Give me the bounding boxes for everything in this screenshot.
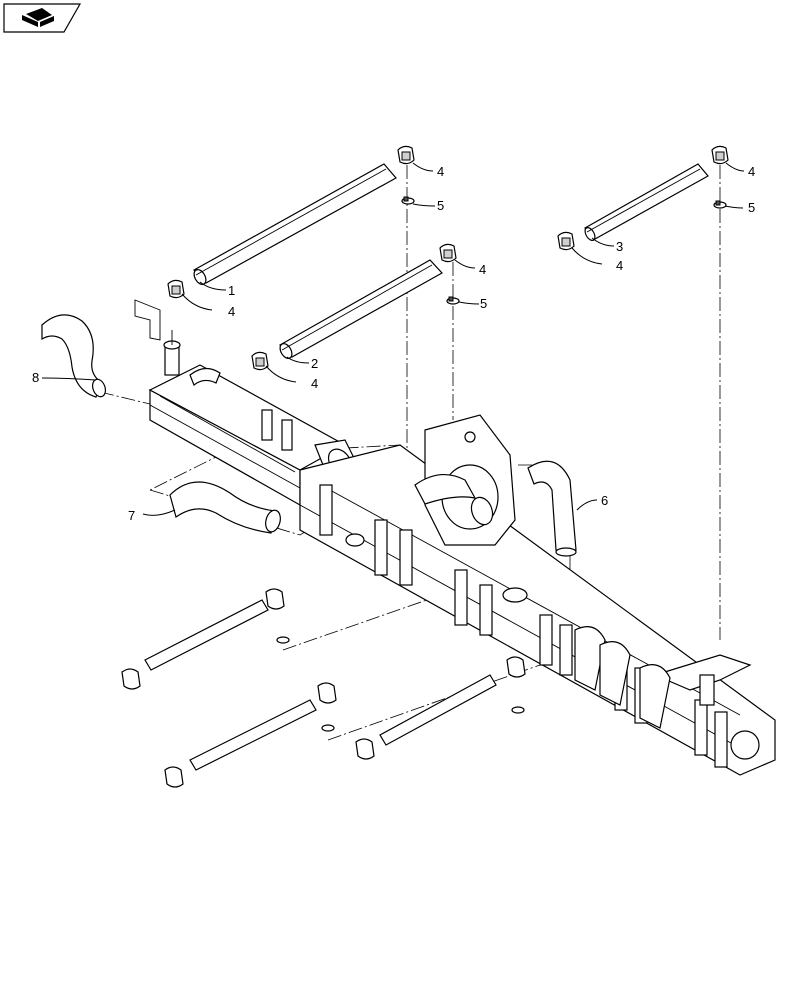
main-beam bbox=[299, 444, 776, 776]
elbow-fitting bbox=[397, 145, 415, 165]
hose-6 bbox=[527, 460, 577, 557]
hose-clamp bbox=[446, 296, 460, 305]
callouts: 1 2 3 4 4 4 4 4 5 5 5 6 7 8 4 bbox=[32, 164, 755, 523]
callout-7: 7 bbox=[128, 508, 135, 523]
fan-housing bbox=[414, 414, 516, 546]
callout-5: 5 bbox=[437, 198, 444, 213]
callout-6: 6 bbox=[601, 493, 608, 508]
hose-8 bbox=[41, 314, 107, 398]
elbow-fitting bbox=[251, 351, 269, 371]
hose-7 bbox=[169, 481, 281, 534]
hose-clamp bbox=[713, 200, 727, 209]
tube-2 bbox=[279, 259, 443, 359]
callout-4: 4 bbox=[311, 376, 318, 391]
manifold-box bbox=[134, 299, 356, 507]
callout-5: 5 bbox=[748, 200, 755, 215]
tube-3 bbox=[584, 163, 709, 241]
callout-4: 4 bbox=[616, 258, 623, 273]
lower-tube bbox=[355, 656, 526, 760]
elbow-fitting bbox=[439, 243, 457, 263]
callout-5: 5 bbox=[480, 296, 487, 311]
callout-8: 8 bbox=[32, 370, 39, 385]
callout-4: 4 bbox=[479, 262, 486, 277]
lower-tube bbox=[121, 588, 290, 690]
tube-1 bbox=[193, 163, 397, 285]
callout-1: 1 bbox=[228, 283, 235, 298]
callout-4: 4 bbox=[437, 164, 444, 179]
callout-3: 3 bbox=[616, 239, 623, 254]
hose-clamp bbox=[401, 196, 415, 205]
end-bracket bbox=[574, 626, 752, 729]
leader-lines bbox=[41, 162, 745, 516]
bookmark-arrow-icon[interactable] bbox=[3, 3, 82, 33]
elbow-fitting bbox=[167, 279, 185, 299]
callout-2: 2 bbox=[311, 356, 318, 371]
elbow-fitting bbox=[557, 231, 575, 251]
callout-4: 4 bbox=[748, 164, 755, 179]
lower-tube bbox=[164, 682, 337, 788]
elbow-fitting bbox=[711, 145, 729, 165]
callout-4: 4 bbox=[228, 304, 235, 319]
